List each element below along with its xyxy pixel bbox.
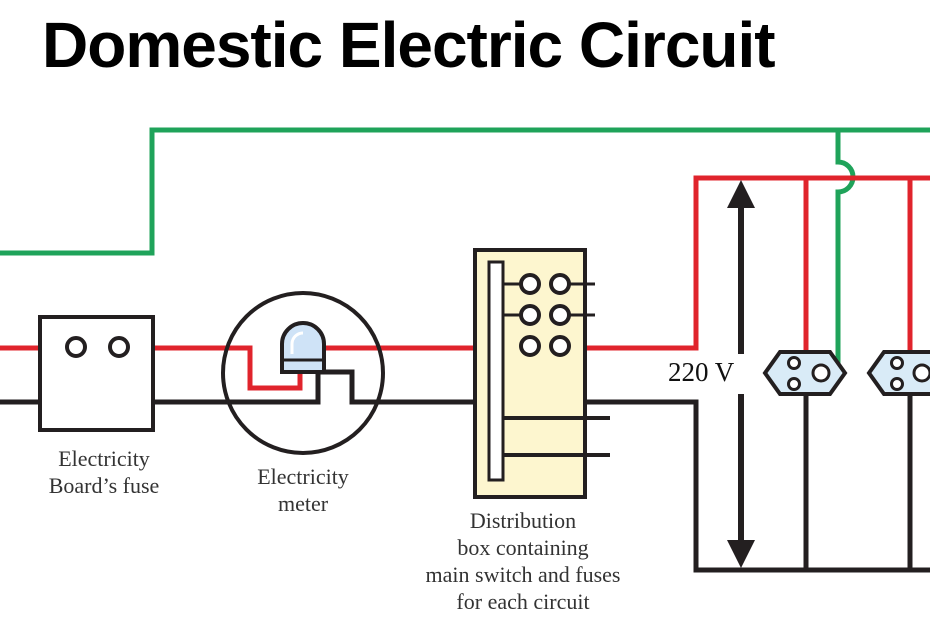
- meter-caption-line: meter: [277, 491, 329, 516]
- socket-2-pin: [890, 356, 904, 370]
- socket-2-pin: [890, 377, 904, 391]
- neutral-wire-distribution: [585, 399, 930, 573]
- distribution-caption-line: for each circuit: [456, 589, 590, 614]
- voltage-label-backdrop: [664, 354, 758, 394]
- distribution-caption-line: main switch and fuses: [425, 562, 621, 587]
- circuit-fuse: [519, 304, 541, 326]
- live-wire: [0, 345, 303, 391]
- live-wire-distribution: [585, 175, 930, 351]
- socket-1-earth-pin: [811, 363, 831, 383]
- main-switch-bar: [487, 260, 505, 482]
- meter-caption: Electricity meter: [203, 463, 403, 517]
- distribution-caption-line: box containing: [457, 535, 589, 560]
- circuit-fuse: [519, 335, 541, 357]
- circuit-fuse: [549, 273, 571, 295]
- voltage-arrow-head-up: [727, 180, 755, 208]
- fuse-caption-line: Electricity: [58, 446, 150, 471]
- circuit-fuse: [549, 304, 571, 326]
- meter-dome-shine: [290, 331, 304, 354]
- voltage-label: 220 V: [668, 357, 735, 387]
- neutral-wire: [0, 369, 475, 405]
- circuit-fuse: [519, 273, 541, 295]
- board-fuse-box: [38, 315, 155, 432]
- meter-dome: [280, 321, 326, 374]
- page-title: Domestic Electric Circuit: [42, 9, 776, 81]
- earth-wire-drop: [826, 130, 856, 375]
- socket-1-pin: [787, 377, 801, 391]
- fuse-caption: Electricity Board’s fuse: [4, 445, 204, 499]
- socket-1: [762, 350, 848, 396]
- socket-2-earth-pin: [912, 363, 930, 383]
- fuse-terminal-left: [65, 336, 87, 358]
- distribution-caption-line: Distribution: [469, 508, 577, 533]
- voltage-arrow-head-down: [727, 540, 755, 568]
- circuit-fuse: [549, 335, 571, 357]
- socket-1-pin: [787, 356, 801, 370]
- fuse-terminal-right: [108, 336, 130, 358]
- earth-wire: [0, 127, 930, 256]
- distribution-caption: Distribution box containing main switch …: [373, 507, 673, 615]
- socket-2: [866, 350, 930, 396]
- meter-housing: [221, 291, 385, 455]
- meter-caption-line: Electricity: [257, 464, 349, 489]
- fuse-caption-line: Board’s fuse: [48, 473, 160, 498]
